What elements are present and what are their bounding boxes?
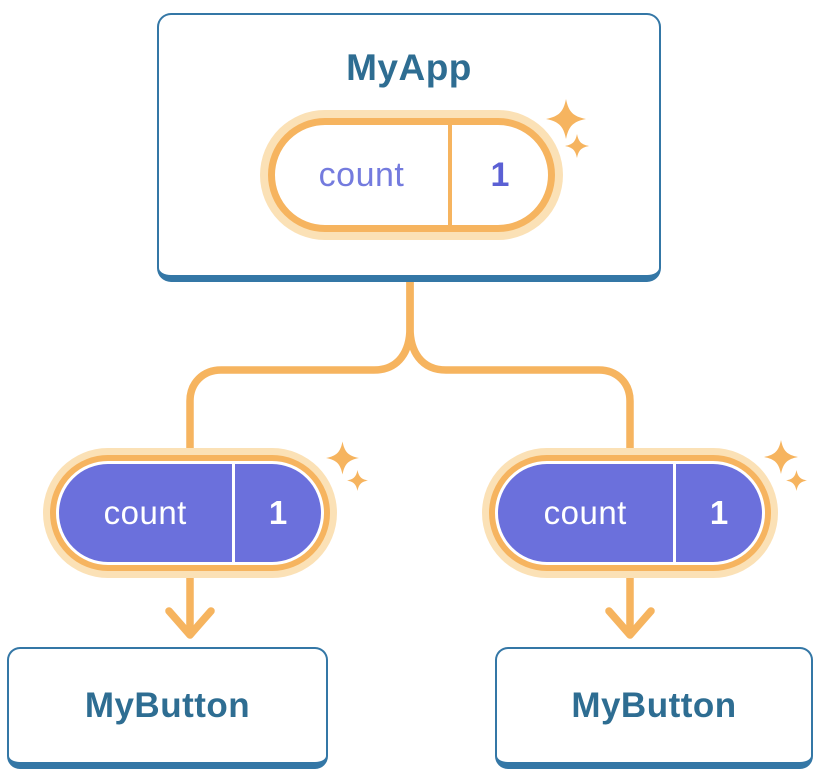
sparkle-icon — [347, 470, 368, 491]
edge-root-to-left-child — [186, 276, 414, 454]
state-pill-value: 1 — [490, 155, 510, 194]
state-pill-name: count — [318, 155, 405, 194]
pill-divider — [448, 125, 452, 225]
pill-divider — [231, 464, 235, 562]
node-mybutton-left: MyButton — [7, 647, 328, 769]
node-myapp-title: MyApp — [346, 47, 472, 88]
node-mybutton-left-title: MyButton — [84, 685, 251, 725]
prop-pill-count-left: count 1 — [43, 448, 337, 578]
edge-root-to-right-child — [406, 276, 634, 454]
arrow-down-left-icon — [165, 573, 215, 639]
state-pill-count: count 1 — [260, 110, 563, 240]
arrow-down-right-icon — [605, 573, 655, 639]
sparkle-icon — [565, 134, 589, 158]
prop-pill-name: count — [103, 494, 187, 531]
pill-divider — [672, 464, 676, 562]
sparkle-icon — [326, 441, 359, 475]
prop-pill-value: 1 — [268, 494, 288, 531]
sparkle-icon — [786, 470, 807, 491]
prop-pill-value: 1 — [709, 494, 729, 531]
sparkle-icon — [546, 99, 586, 139]
prop-pill-count-right: count 1 — [482, 448, 778, 578]
sparkle-icon — [764, 440, 798, 474]
node-mybutton-right-title: MyButton — [571, 685, 737, 725]
node-mybutton-right: MyButton — [495, 647, 813, 769]
prop-pill-name: count — [543, 494, 627, 531]
